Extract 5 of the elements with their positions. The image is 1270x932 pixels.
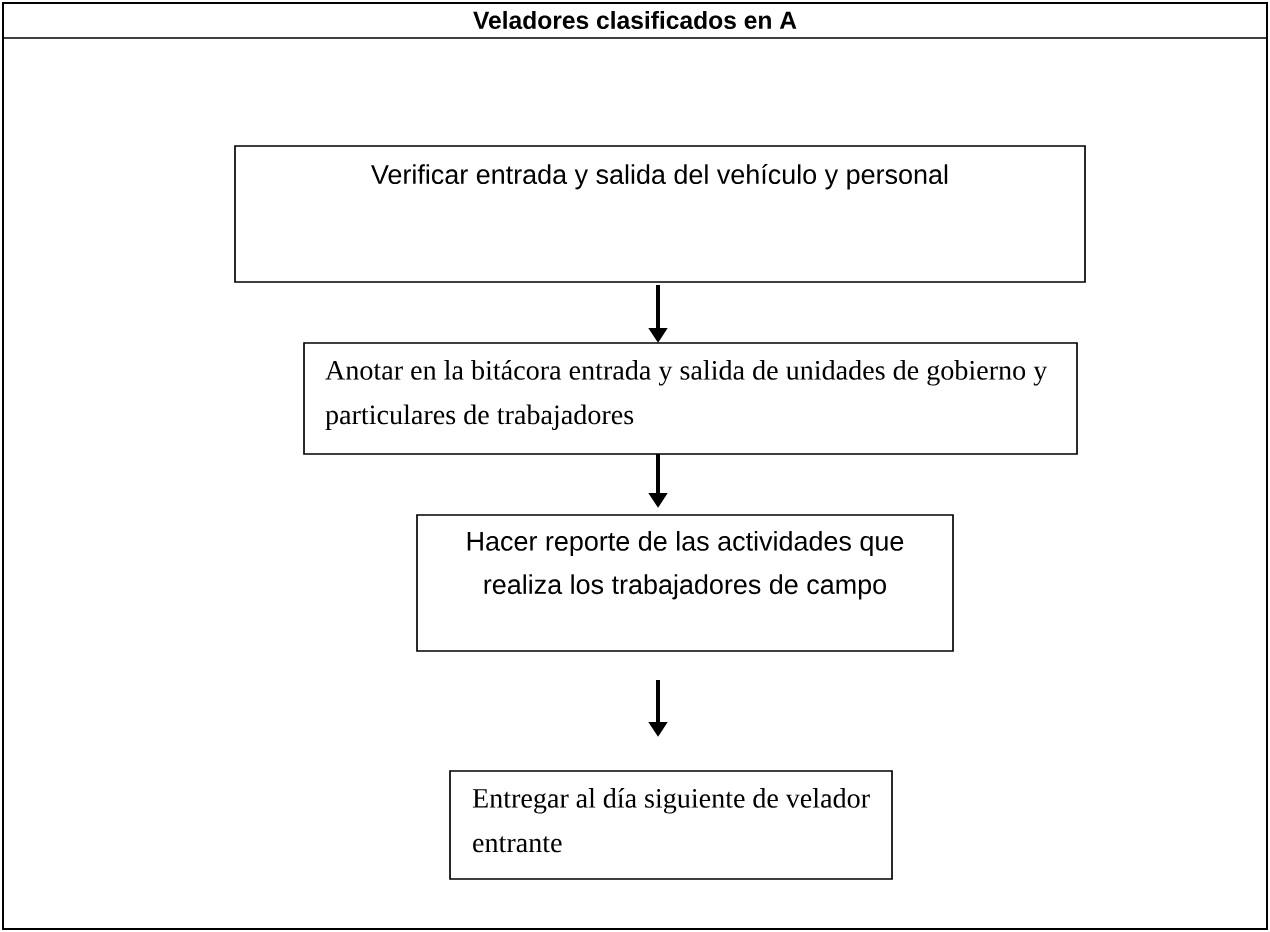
title: Veladores clasificados en A (473, 10, 797, 29)
process-box: Verificar entrada y salida del vehículo y personal (234, 145, 1086, 283)
process-box: Anotar en la bitácora entrada y salida de unidades de gobierno y particulares de trabajadores (303, 342, 1078, 455)
process-box: Hacer reporte de las actividades que realiza los trabajadores de campo (416, 514, 954, 652)
process-box: Entregar al día siguiente de velador entrante (449, 770, 893, 880)
